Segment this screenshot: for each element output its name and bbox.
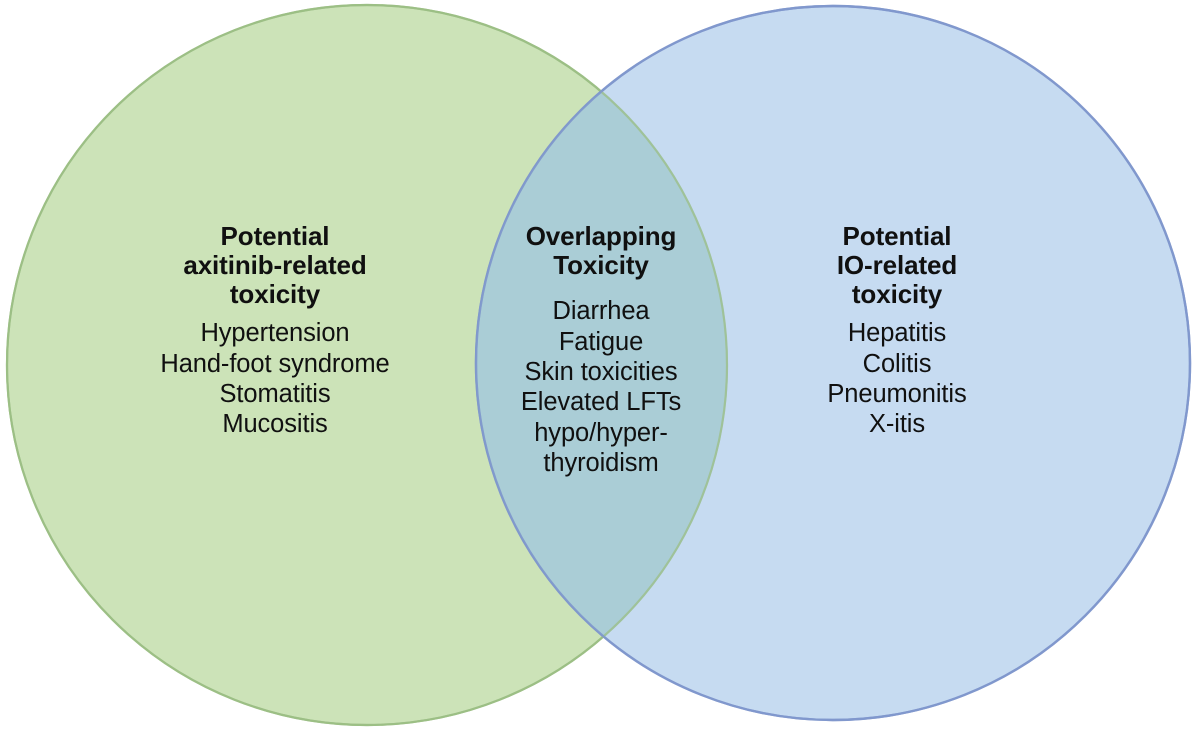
right-set-outline bbox=[474, 4, 1192, 722]
list-item: Pneumonitis bbox=[827, 380, 967, 409]
left-set-title: Potential axitinib-related toxicity bbox=[183, 221, 367, 310]
overlap-region bbox=[476, 6, 728, 720]
list-item: Mucositis bbox=[222, 410, 328, 439]
right-set-label-group: Potential IO-related toxicity Hepatitis … bbox=[742, 221, 1052, 440]
overlap-set-label-group: Overlapping Toxicity Diarrhea Fatigue Sk… bbox=[496, 221, 706, 478]
list-item: Colitis bbox=[862, 349, 932, 378]
overlap-set-title: Overlapping Toxicity bbox=[525, 221, 677, 281]
left-set-item-list: Hypertension Hand-foot syndrome Stomatit… bbox=[92, 318, 458, 439]
list-item: hypo/hyper- thyroidism bbox=[534, 418, 668, 477]
right-set-item-list: Hepatitis Colitis Pneumonitis X-itis bbox=[742, 318, 1052, 439]
list-item: Skin toxicities bbox=[524, 357, 678, 386]
list-item: Elevated LFTs bbox=[520, 388, 682, 417]
list-item: Fatigue bbox=[558, 327, 644, 356]
list-item: Hypertension bbox=[200, 319, 350, 348]
overlap-region-fill bbox=[476, 6, 728, 720]
list-item: Diarrhea bbox=[552, 297, 650, 326]
overlap-set-item-list: Diarrhea Fatigue Skin toxicities Elevate… bbox=[496, 296, 706, 478]
list-item: X-itis bbox=[868, 410, 926, 439]
list-item: Hand-foot syndrome bbox=[160, 349, 390, 378]
list-item: Stomatitis bbox=[219, 380, 331, 409]
list-item: Hepatitis bbox=[847, 319, 947, 348]
left-set-label-group: Potential axitinib-related toxicity Hype… bbox=[92, 221, 458, 440]
right-set-title: Potential IO-related toxicity bbox=[836, 221, 958, 310]
left-set-outline bbox=[5, 3, 729, 727]
